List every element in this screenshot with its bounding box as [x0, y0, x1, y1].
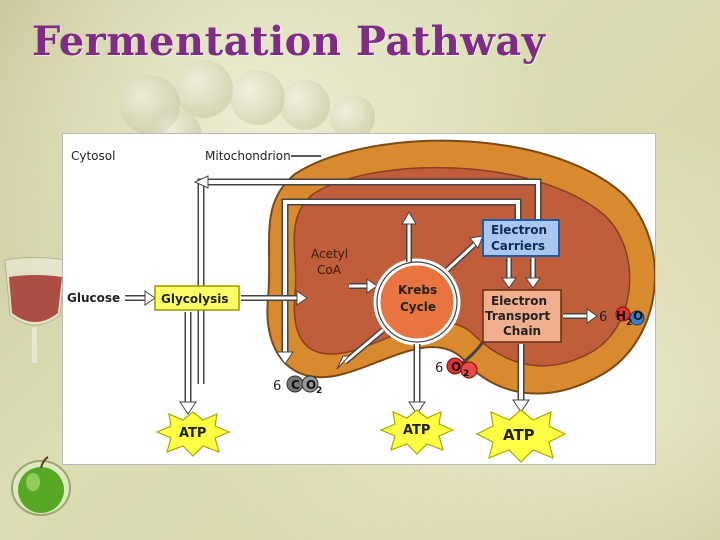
etc-to-atp-arrow — [512, 399, 530, 413]
atp-label-krebs: ATP — [403, 423, 430, 438]
background-grape — [175, 60, 233, 118]
wine-glass-icon — [4, 257, 66, 363]
atp-burst-krebs — [379, 409, 455, 455]
h2o-count: 6 — [599, 310, 607, 325]
acetyl-label: Acetyl — [311, 247, 348, 261]
h2o-hydrogen-atom — [615, 306, 631, 322]
cytosol-label: Cytosol — [71, 149, 115, 163]
background-grape — [120, 75, 180, 135]
etc-to-water-arrow — [586, 308, 598, 324]
coa-label: CoA — [317, 263, 342, 277]
cellular-respiration-diagram: Cytosol Mitochondrion Glucose Glycolysis… — [62, 133, 656, 465]
o2-letter: O — [451, 360, 461, 374]
krebs-label-line1: Krebs — [398, 283, 437, 297]
h2o-hydrogen-letter: H — [616, 309, 626, 323]
carriers-label-line2: Carriers — [491, 239, 545, 253]
co2-oxygen-atom — [301, 375, 319, 393]
green-apple-icon — [11, 456, 71, 516]
diagram-canvas: Cytosol Mitochondrion Glucose Glycolysis… — [67, 139, 655, 463]
glycolysis-box — [154, 285, 240, 311]
glycolysis-label: Glycolysis — [161, 292, 228, 306]
background-grape — [330, 95, 375, 140]
background-grape — [230, 70, 285, 125]
co2-subscript: 2 — [316, 386, 322, 396]
glucose-label: Glucose — [67, 291, 120, 305]
o2-subscript: 2 — [463, 369, 469, 379]
carriers-to-etc-arrow-left — [501, 277, 517, 289]
carriers-label-line1: Electron — [491, 223, 547, 237]
atp-label-glycolysis: ATP — [179, 426, 206, 441]
co2-oxygen-letter: O — [306, 378, 316, 392]
krebs-up-arrow — [401, 211, 417, 225]
krebs-label-line2: Cycle — [400, 300, 436, 314]
atp-burst-glycolysis — [155, 411, 231, 457]
krebs-to-co2-arrow — [336, 355, 351, 370]
co2-carbon-letter: C — [291, 378, 300, 392]
background-grape — [280, 80, 330, 130]
co2-count: 6 — [273, 379, 281, 394]
h2o-oxygen-atom — [629, 310, 645, 326]
mitochondrion-label: Mitochondrion — [205, 149, 291, 163]
atp-label-etc: ATP — [503, 426, 535, 444]
slide-title: Fermentation Pathway — [32, 18, 546, 65]
krebs-to-carriers-arrow — [469, 235, 484, 249]
carriers-to-etc-arrow-right — [525, 277, 541, 289]
electron-carriers-box — [482, 219, 560, 257]
o2-atom-2 — [460, 361, 478, 379]
acetyl-to-krebs-arrow — [366, 278, 378, 294]
krebs-to-atp-arrow — [408, 401, 426, 415]
atp-burst-etc — [475, 409, 567, 463]
etc-label-line2: Transport — [485, 309, 550, 323]
electron-transport-chain-box — [482, 289, 562, 343]
h2o-subscript: 2 — [626, 318, 632, 328]
o2-count: 6 — [435, 361, 443, 376]
etc-label-line3: Chain — [503, 324, 541, 338]
h2o-oxygen-letter: O — [633, 309, 643, 323]
etc-label-line1: Electron — [491, 294, 547, 308]
